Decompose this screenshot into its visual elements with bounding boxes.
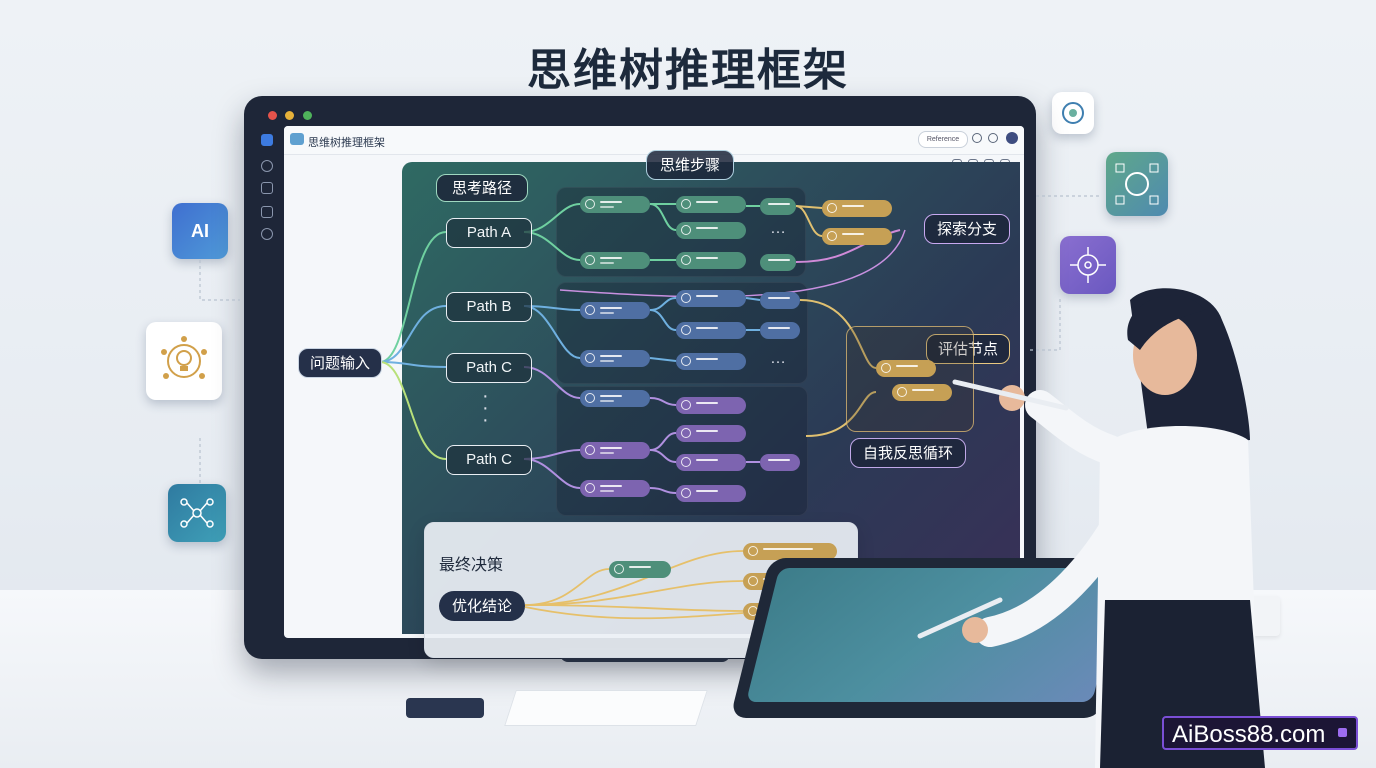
ellipsis: …	[770, 350, 786, 367]
step-node[interactable]	[760, 254, 796, 271]
home-icon[interactable]	[261, 134, 273, 146]
search-button[interactable]: Reference	[918, 131, 968, 148]
step-node[interactable]	[676, 353, 746, 370]
decision-option[interactable]	[743, 543, 837, 560]
step-node[interactable]	[760, 322, 800, 339]
decision-node[interactable]	[609, 561, 671, 578]
step-node[interactable]	[676, 425, 746, 442]
eval-node-2[interactable]	[892, 384, 952, 401]
window-controls	[268, 107, 316, 125]
optimize-conclusion-node[interactable]: 优化结论	[439, 591, 525, 621]
step-node[interactable]	[580, 302, 650, 319]
path-a-node[interactable]: Path A	[446, 218, 532, 248]
ellipsis: …	[770, 220, 786, 237]
user-avatar[interactable]	[1006, 132, 1018, 144]
decision-wires	[524, 550, 744, 620]
step-node[interactable]	[580, 196, 650, 213]
circuit-brain-icon	[1106, 152, 1168, 216]
explore-node[interactable]	[822, 228, 892, 245]
evaluation-box	[846, 326, 974, 432]
step-node[interactable]	[580, 442, 650, 459]
path-b-node[interactable]: Path B	[446, 292, 532, 322]
minimize-dot[interactable]	[285, 111, 295, 120]
network-graph-icon	[1060, 236, 1116, 294]
step-node[interactable]	[760, 292, 800, 309]
close-dot[interactable]	[268, 111, 277, 120]
step-node[interactable]	[676, 222, 746, 239]
step-node[interactable]	[760, 198, 796, 215]
step-node[interactable]	[676, 454, 746, 471]
neural-network-icon	[168, 484, 226, 542]
settings-icon[interactable]	[261, 160, 273, 172]
step-node[interactable]	[676, 397, 746, 414]
eval-node-1[interactable]	[876, 360, 936, 377]
network-icon[interactable]	[261, 228, 273, 240]
info-icon[interactable]	[972, 133, 982, 143]
path-c2-node[interactable]: Path C	[446, 445, 532, 475]
path-c-node[interactable]: Path C	[446, 353, 532, 383]
step-node[interactable]	[580, 350, 650, 367]
self-reflection-label: 自我反思循环	[850, 438, 966, 468]
watermark-dot	[1338, 728, 1347, 737]
page-title: 思维树推理框架	[527, 45, 849, 96]
explore-branches-label: 探索分支	[924, 214, 1010, 244]
app-logo-icon	[290, 133, 304, 145]
step-node[interactable]	[676, 252, 746, 269]
watermark: AiBoss88.com	[1162, 716, 1358, 750]
step-node[interactable]	[760, 454, 800, 471]
bell-icon[interactable]	[988, 133, 998, 143]
step-node[interactable]	[676, 196, 746, 213]
final-decision-title: 最终决策	[439, 555, 504, 574]
app-name: 思维树推理框架	[308, 137, 385, 149]
brain-icon	[1052, 92, 1094, 134]
step-node[interactable]	[676, 322, 746, 339]
lightbulb-network-icon	[146, 322, 222, 400]
step-node[interactable]	[676, 485, 746, 502]
thinking-steps-label: 思维步骤	[646, 150, 734, 180]
step-node[interactable]	[580, 480, 650, 497]
maximize-dot[interactable]	[302, 111, 312, 120]
folder-icon[interactable]	[261, 206, 273, 218]
app-sidebar	[252, 126, 282, 636]
document-icon[interactable]	[261, 182, 273, 194]
problem-input-node[interactable]: 问题输入	[298, 348, 382, 378]
explore-node[interactable]	[822, 200, 892, 217]
step-node[interactable]	[580, 390, 650, 407]
phone	[406, 698, 484, 718]
step-node[interactable]	[580, 252, 650, 269]
evaluate-node-label: 评估节点	[926, 334, 1010, 364]
step-node[interactable]	[676, 290, 746, 307]
vertical-ellipsis: ···	[482, 385, 489, 431]
ai-chip-icon: AI	[172, 203, 228, 259]
thinking-path-label: 思考路径	[436, 174, 528, 202]
